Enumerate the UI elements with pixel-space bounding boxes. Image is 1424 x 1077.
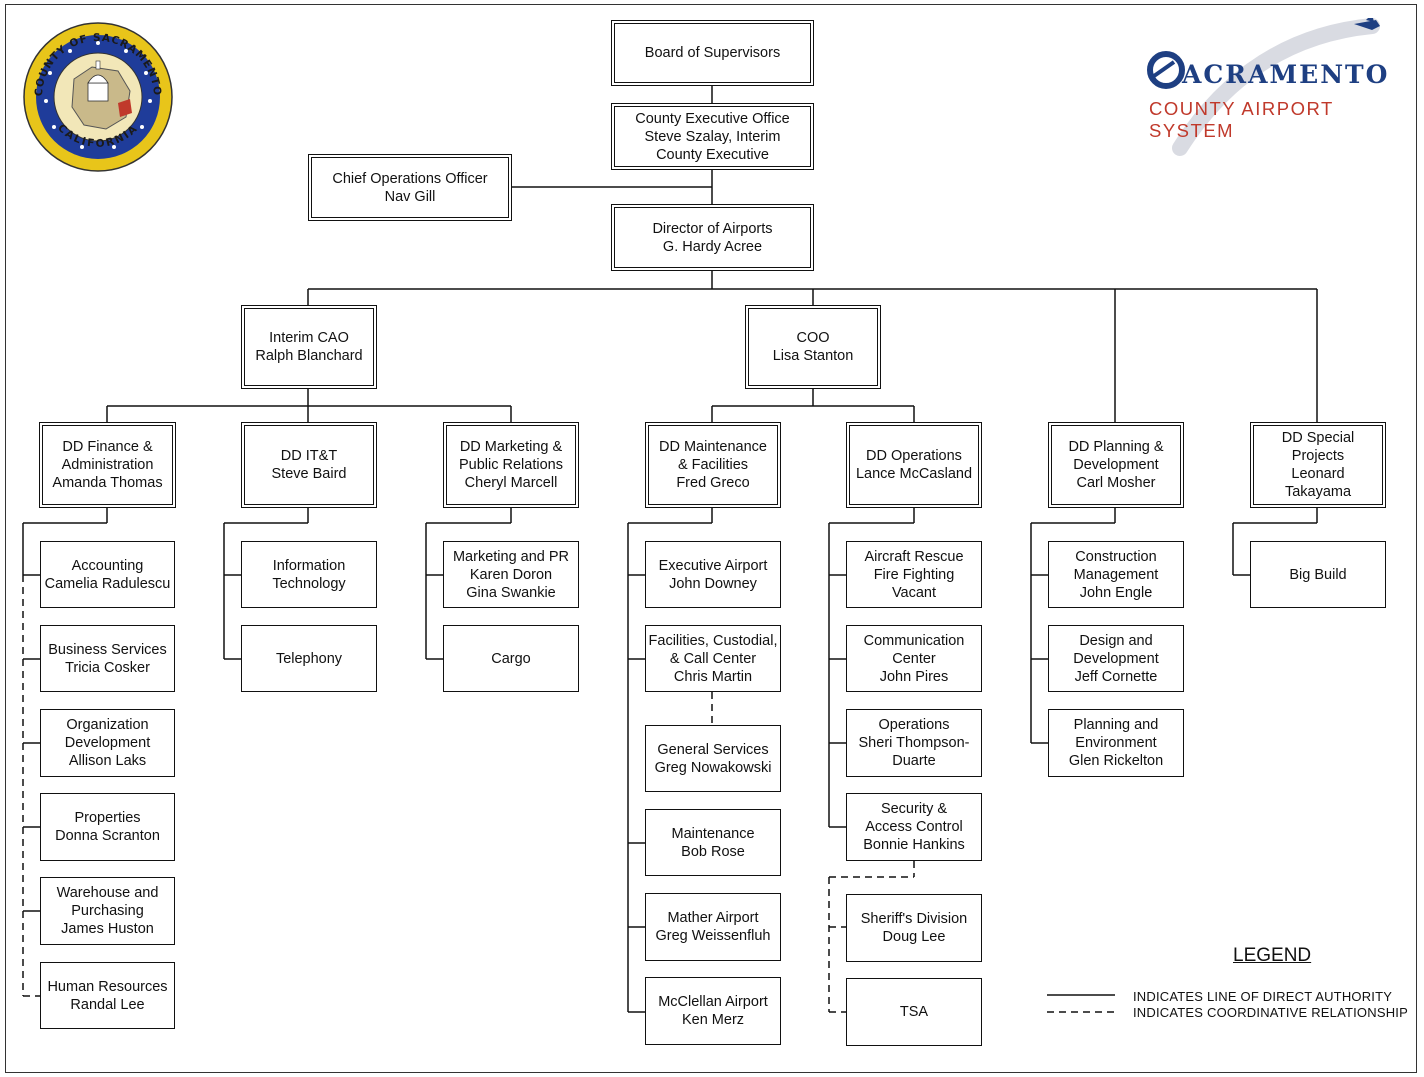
dd-finance-box: DD Finance & Administration Amanda Thoma… [39, 422, 176, 508]
facilities-custodial-box: Facilities, Custodial, & Call Center Chr… [645, 625, 781, 692]
chief-operations-officer-box: Chief Operations Officer Nav Gill [308, 154, 512, 221]
page-frame [5, 4, 1417, 1073]
director-of-airports-box: Director of Airports G. Hardy Acree [611, 204, 814, 271]
organization-development-box: Organization Development Allison Laks [40, 709, 175, 777]
aircraft-rescue-box: Aircraft Rescue Fire Fighting Vacant [846, 541, 982, 608]
mcclellan-airport-box: McClellan Airport Ken Merz [645, 977, 781, 1045]
legend-title: LEGEND [1233, 945, 1312, 966]
dd-itt-box: DD IT&T Steve Baird [241, 422, 377, 508]
dd-planning-box: DD Planning & Development Carl Mosher [1048, 422, 1184, 508]
construction-management-box: Construction Management John Engle [1048, 541, 1184, 608]
airport-logo-subtitle: COUNTY AIRPORT SYSTEM [1149, 98, 1334, 141]
information-technology-box: Information Technology [241, 541, 377, 608]
airport-logo-name: ACRAMENTO [1182, 60, 1390, 89]
coo-box: COO Lisa Stanton [745, 305, 881, 389]
marketing-pr-box: Marketing and PR Karen Doron Gina Swanki… [443, 541, 579, 608]
accounting-box: Accounting Camelia Radulescu [40, 541, 175, 608]
executive-airport-box: Executive Airport John Downey [645, 541, 781, 608]
county-executive-box: County Executive Office Steve Szalay, In… [611, 103, 814, 170]
design-development-box: Design and Development Jeff Cornette [1048, 625, 1184, 692]
operations-box: Operations Sheri Thompson- Duarte [846, 709, 982, 777]
interim-cao-box: Interim CAO Ralph Blanchard [241, 305, 377, 389]
legend-solid-text: INDICATES LINE OF DIRECT AUTHORITY [1133, 989, 1393, 1004]
dd-marketing-box: DD Marketing & Public Relations Cheryl M… [443, 422, 579, 508]
warehouse-purchasing-box: Warehouse and Purchasing James Huston [40, 877, 175, 945]
mather-airport-box: Mather Airport Greg Weissenfluh [645, 893, 781, 961]
maintenance-box: Maintenance Bob Rose [645, 809, 781, 876]
general-services-box: General Services Greg Nowakowski [645, 725, 781, 792]
business-services-box: Business Services Tricia Cosker [40, 625, 175, 692]
big-build-box: Big Build [1250, 541, 1386, 608]
dd-special-projects-box: DD Special Projects Leonard Takayama [1250, 422, 1386, 508]
legend: LEGEND INDICATES LINE OF DIRECT AUTHORIT… [1040, 942, 1412, 1032]
board-of-supervisors-box: Board of Supervisors [611, 20, 814, 86]
properties-box: Properties Donna Scranton [40, 793, 175, 861]
planning-environment-box: Planning and Environment Glen Rickelton [1048, 709, 1184, 777]
human-resources-box: Human Resources Randal Lee [40, 962, 175, 1029]
dd-maintenance-box: DD Maintenance & Facilities Fred Greco [645, 422, 781, 508]
cargo-box: Cargo [443, 625, 579, 692]
security-access-control-box: Security & Access Control Bonnie Hankins [846, 793, 982, 861]
tsa-box: TSA [846, 978, 982, 1046]
county-seal-logo: COUNTY OF SACRAMENTO CALIFORNIA [23, 22, 173, 172]
sheriffs-division-box: Sheriff's Division Doug Lee [846, 894, 982, 962]
legend-dashed-text: INDICATES COORDINATIVE RELATIONSHIP [1133, 1005, 1408, 1020]
telephony-box: Telephony [241, 625, 377, 692]
communication-center-box: Communication Center John Pires [846, 625, 982, 692]
airport-system-logo [1147, 18, 1380, 156]
dd-operations-box: DD Operations Lance McCasland [846, 422, 982, 508]
